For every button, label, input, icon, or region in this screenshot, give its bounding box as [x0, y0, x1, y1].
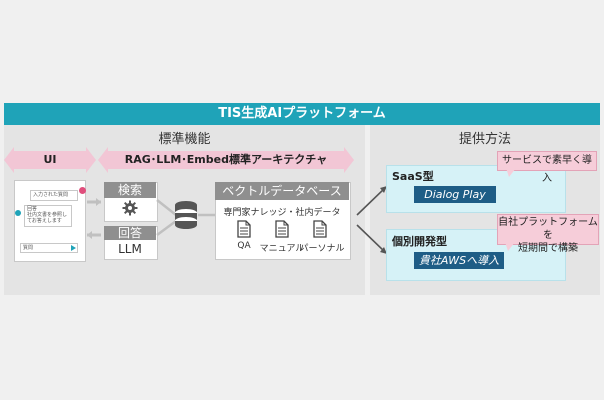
document-icon: [313, 220, 327, 238]
standard-features-title: 標準機能: [158, 132, 211, 147]
ui-arrow-bar: UI: [4, 147, 96, 173]
dialog-play-label: Dialog Play: [414, 186, 496, 203]
saas-callout: サービスで素早く導入: [497, 151, 597, 184]
search-label: 検索: [104, 182, 156, 198]
document-icon: [237, 220, 251, 238]
custom-callout-line: 自社プラットフォームを: [498, 217, 598, 241]
db-connector-lines: [156, 199, 177, 237]
chat-answer-line: 社内文書を参照してお答えします: [27, 212, 68, 224]
document-icon: [275, 220, 289, 238]
saas-label: SaaS型: [392, 170, 434, 183]
callout-pointer: [506, 168, 516, 177]
vector-db-title: ベクトルデータベース: [215, 182, 349, 200]
llm-label: LLM: [118, 242, 142, 256]
doc-label-qa: QA: [237, 241, 251, 251]
delivery-methods-title: 提供方法: [458, 132, 511, 147]
callout-pointer: [505, 242, 515, 251]
gear-icon: [122, 200, 138, 216]
vector-db-subtitle: 専門家ナレッジ・社内データ: [223, 208, 341, 218]
architecture-arrow-bar: RAG･LLM･Embed標準アーキテクチャ: [98, 147, 354, 173]
chat-input-field: 質問: [20, 243, 78, 253]
custom-callout: 自社プラットフォームを 短期間で構築: [497, 214, 599, 254]
custom-callout-line: 短期間で構築: [518, 243, 578, 254]
chat-answer-line: 回答: [27, 206, 38, 212]
user-avatar-dot: [79, 187, 86, 194]
doc-label-personal: パーソナル: [299, 244, 345, 254]
doc-label-manual: マニュアル: [259, 244, 305, 254]
bot-avatar-dot: [15, 210, 21, 216]
aws-deploy-label: 貴社AWSへ導入: [414, 252, 504, 269]
send-icon: [71, 245, 76, 251]
database-icon: [175, 201, 197, 229]
custom-label: 個別開発型: [392, 235, 447, 248]
ui-connector-arrows: [87, 198, 101, 239]
chat-answer-bubble: 回答 社内文書を参照してお答えします: [24, 205, 72, 227]
platform-title: TIS生成AIプラットフォーム: [4, 103, 600, 125]
vdb-connector-line: [198, 213, 216, 217]
chat-question-bubble: 入力された質問: [30, 190, 78, 201]
delivery-branch-arrows: [356, 186, 387, 254]
answer-label: 回答: [104, 226, 156, 240]
